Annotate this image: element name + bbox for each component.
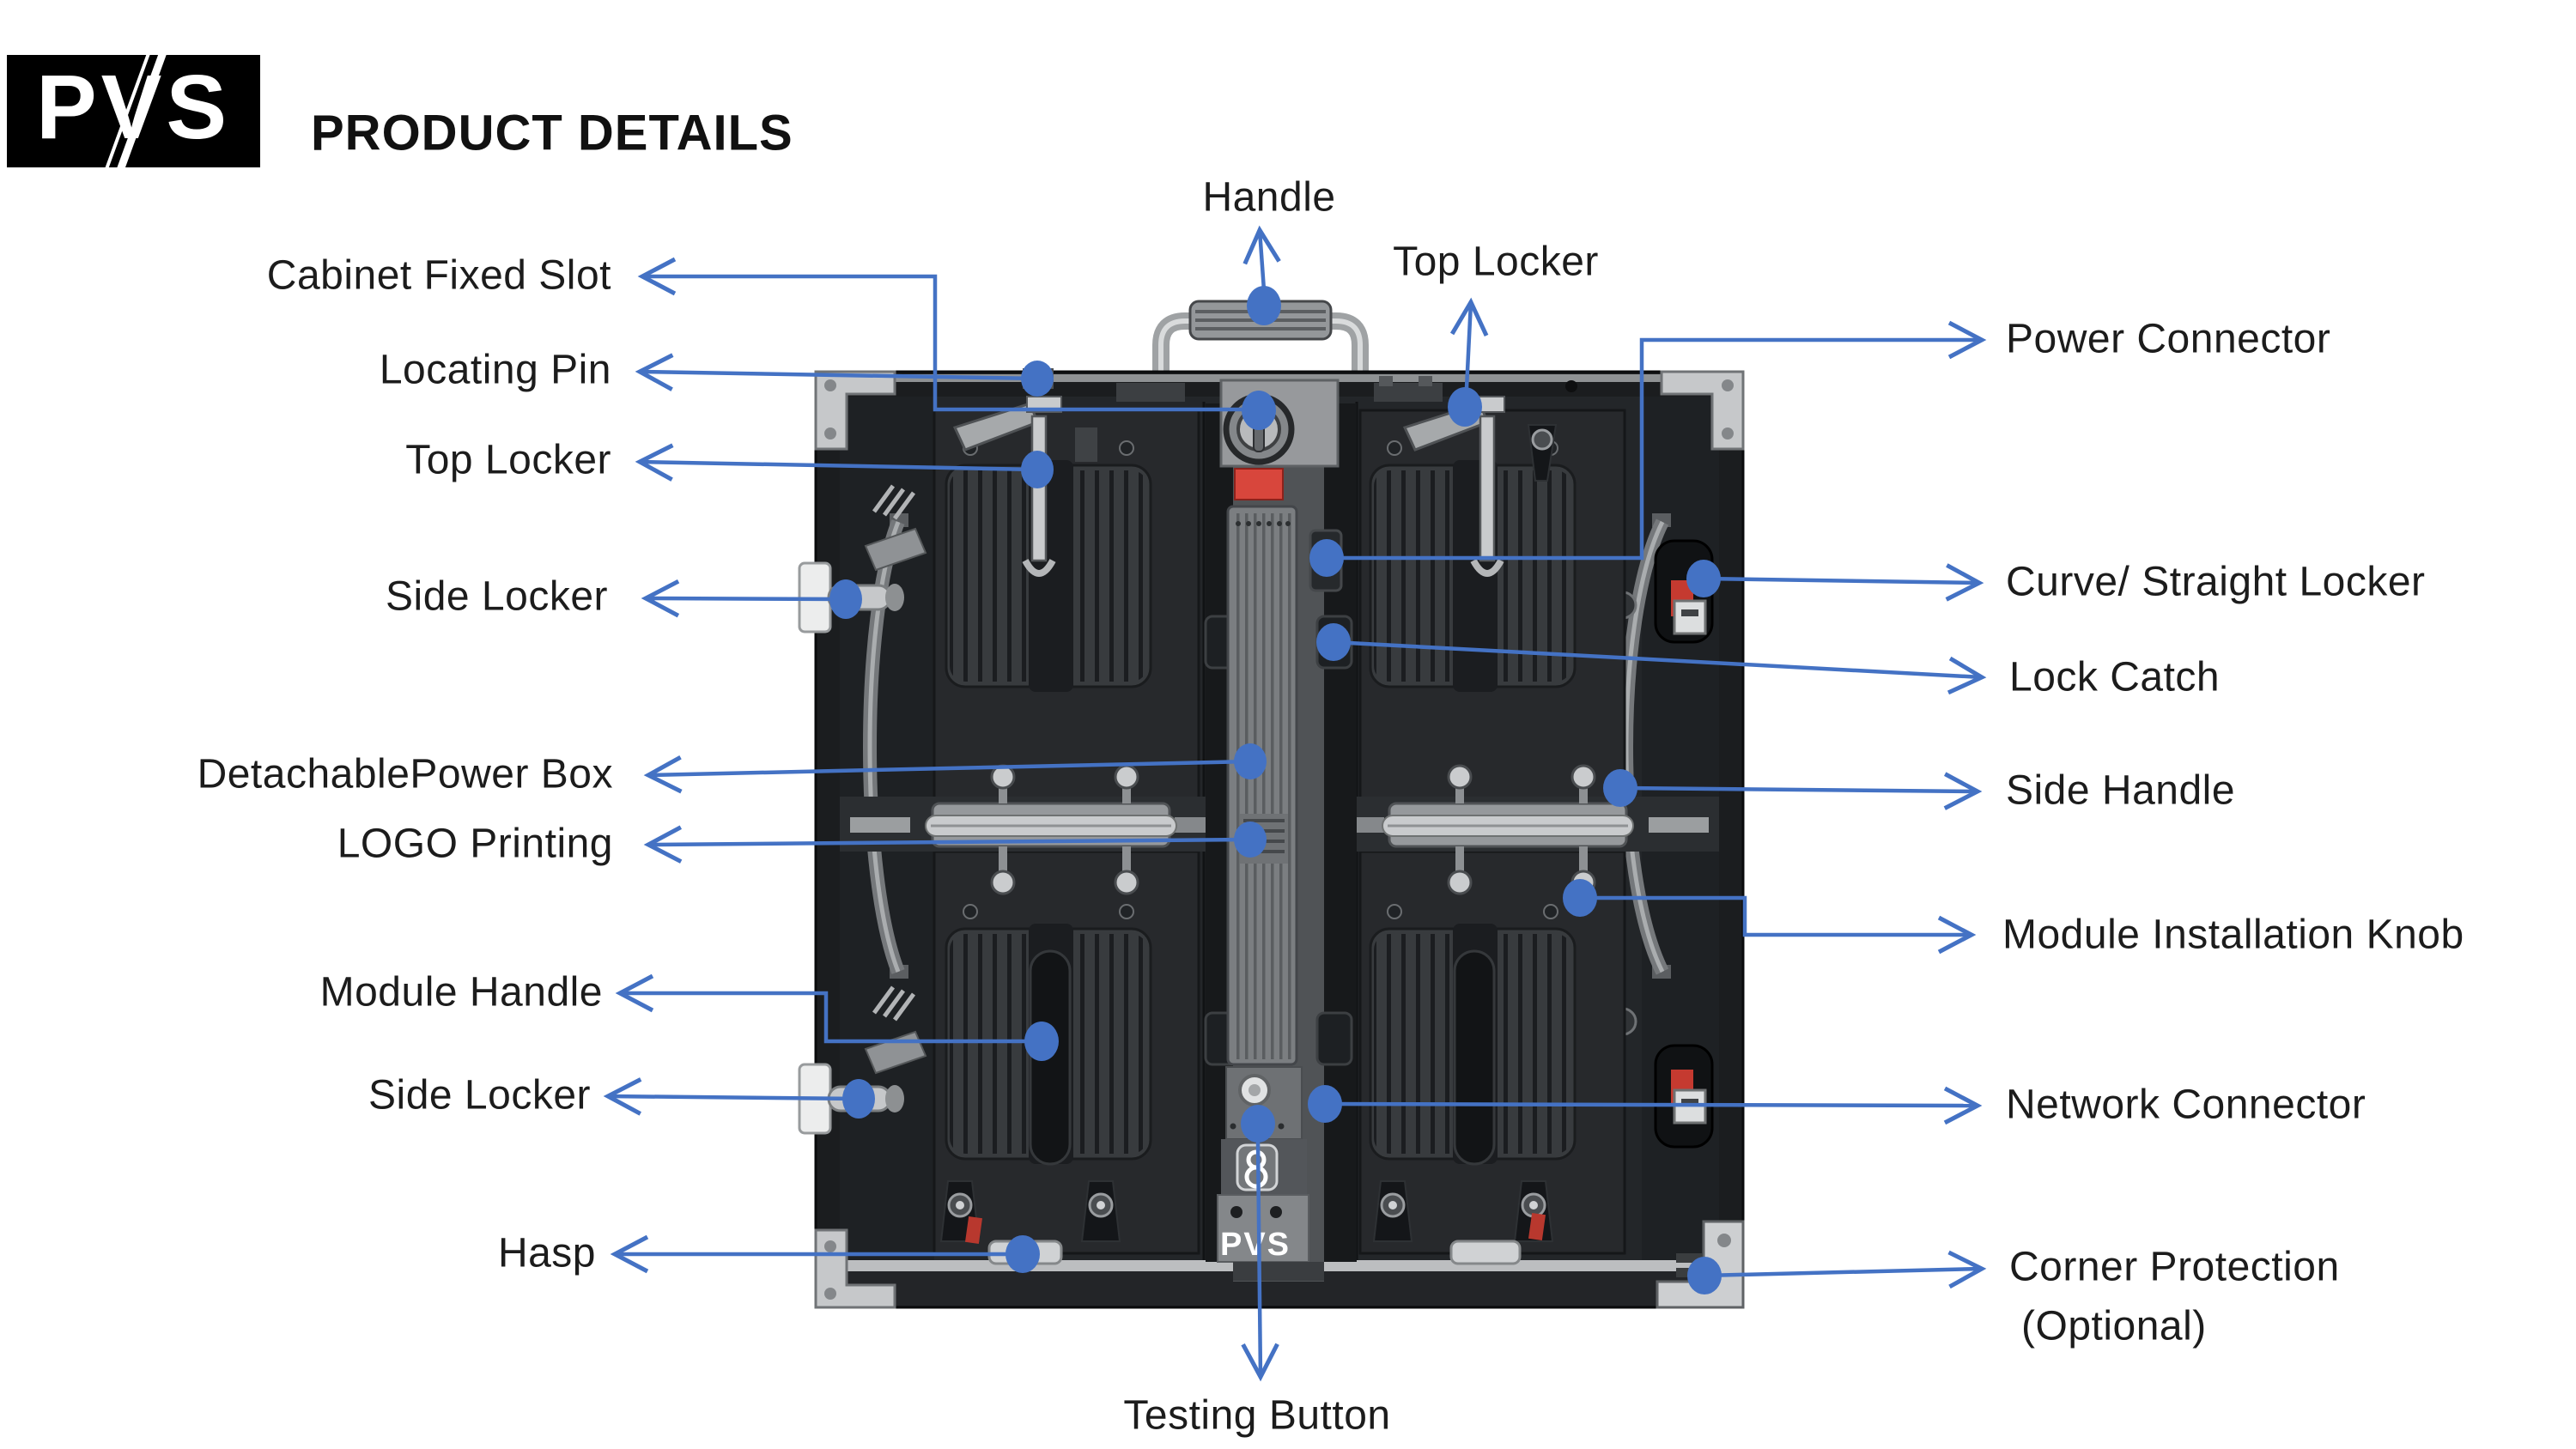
dot-side-locker-upper bbox=[829, 579, 862, 619]
label-handle: Handle bbox=[1202, 174, 1336, 221]
dot-locating-pin bbox=[1021, 361, 1054, 397]
leader-power-connector bbox=[1327, 320, 1987, 561]
label-module-installation-knob: Module Installation Knob bbox=[2002, 912, 2464, 958]
network-connector-part bbox=[1315, 1011, 1353, 1066]
label-module-handle: Module Handle bbox=[319, 969, 603, 1016]
leader-handle bbox=[1242, 225, 1281, 291]
label-cabinet-fixed-slot: Cabinet Fixed Slot bbox=[266, 252, 611, 299]
leader-curve-straight-locker bbox=[1703, 563, 1984, 602]
leader-locating-pin bbox=[635, 353, 1038, 391]
leader-top-locker-left bbox=[635, 443, 1036, 482]
leader-lines bbox=[603, 225, 1987, 1382]
corner-bracket-top-left bbox=[814, 370, 896, 451]
top-locker-right-part bbox=[1402, 396, 1558, 577]
dot-lock-catch bbox=[1316, 623, 1351, 661]
red-warning-tag bbox=[1234, 468, 1284, 500]
label-top-locker-left: Top Locker bbox=[405, 437, 611, 483]
dot-top-locker-top bbox=[1448, 387, 1482, 427]
middle-cross-band bbox=[840, 764, 1719, 895]
label-power-connector: Power Connector bbox=[2006, 316, 2331, 362]
dot-handle bbox=[1247, 286, 1281, 325]
dot-testing-button bbox=[1241, 1105, 1275, 1143]
side-handle-left bbox=[863, 513, 908, 979]
leader-top-locker-top bbox=[1449, 297, 1489, 389]
brand-logo: PVS bbox=[7, 55, 260, 167]
corner-bracket-top-right bbox=[1660, 370, 1745, 451]
cabinet-photo: PVS bbox=[798, 300, 1745, 1309]
label-corner-protection-optional: (Optional) bbox=[2021, 1303, 2207, 1349]
leader-detachable-power-box bbox=[643, 755, 1251, 794]
page-title: PRODUCT DETAILS bbox=[311, 105, 793, 161]
label-hasp: Hasp bbox=[497, 1230, 596, 1276]
dot-network-connector bbox=[1308, 1085, 1342, 1123]
dot-side-handle bbox=[1603, 769, 1637, 807]
power-box-strip: PVS bbox=[1204, 379, 1357, 1282]
leader-logo-printing bbox=[643, 825, 1251, 864]
module-top-left bbox=[933, 409, 1200, 800]
hasp-left-part bbox=[939, 1180, 1121, 1265]
corner-bracket-bottom-left bbox=[814, 1228, 896, 1309]
leader-network-connector bbox=[1324, 1086, 1983, 1125]
hasp-right-part bbox=[1372, 1180, 1554, 1265]
label-corner-protection: Corner Protection bbox=[2009, 1244, 2340, 1290]
leader-dots bbox=[829, 286, 1722, 1294]
dot-module-installation-knob bbox=[1563, 879, 1597, 917]
dot-power-connector bbox=[1309, 539, 1344, 577]
dot-curve-straight-locker bbox=[1686, 560, 1721, 597]
dot-module-handle bbox=[1024, 1022, 1059, 1061]
label-top-locker-top: Top Locker bbox=[1393, 239, 1599, 285]
dot-cabinet-fixed-slot bbox=[1242, 391, 1276, 430]
leader-side-handle bbox=[1619, 772, 1983, 810]
leader-side-locker-lower bbox=[603, 1077, 860, 1116]
leader-cabinet-fixed-slot bbox=[637, 257, 1259, 412]
leader-side-locker-upper bbox=[641, 579, 847, 618]
leader-corner-protection bbox=[1704, 1250, 1987, 1289]
module-installation-knob-parts bbox=[990, 764, 1596, 895]
leader-module-installation-knob bbox=[1580, 895, 1977, 955]
module-handle-part bbox=[1453, 949, 1496, 1166]
leader-testing-button bbox=[1241, 1141, 1279, 1382]
leader-module-handle bbox=[615, 973, 1042, 1044]
dot-corner-protection bbox=[1687, 1257, 1722, 1294]
label-logo-printing: LOGO Printing bbox=[337, 821, 613, 867]
label-detachable-power-box: DetachablePower Box bbox=[197, 751, 613, 797]
curve-straight-locker-lower-part bbox=[1654, 1044, 1714, 1149]
label-lock-catch: Lock Catch bbox=[2009, 654, 2221, 700]
dot-detachable-power-box bbox=[1234, 743, 1267, 779]
label-side-locker-upper: Side Locker bbox=[386, 573, 608, 620]
label-network-connector: Network Connector bbox=[2006, 1082, 2366, 1128]
label-locating-pin: Locating Pin bbox=[379, 347, 611, 393]
label-curve-straight-locker: Curve/ Straight Locker bbox=[2006, 559, 2426, 605]
strip-logo-text: PVS bbox=[1220, 1227, 1291, 1263]
dot-top-locker-left bbox=[1021, 451, 1054, 488]
module-bottom-right bbox=[1358, 850, 1626, 1255]
label-testing-button: Testing Button bbox=[1123, 1392, 1391, 1439]
label-side-locker-lower: Side Locker bbox=[368, 1072, 591, 1119]
dot-logo-printing bbox=[1234, 822, 1267, 858]
dot-side-locker-lower bbox=[842, 1079, 875, 1119]
label-side-handle: Side Handle bbox=[2006, 767, 2236, 814]
leader-lock-catch bbox=[1333, 640, 1987, 695]
dot-hasp bbox=[1005, 1235, 1040, 1273]
testing-button-part bbox=[1238, 1074, 1271, 1106]
